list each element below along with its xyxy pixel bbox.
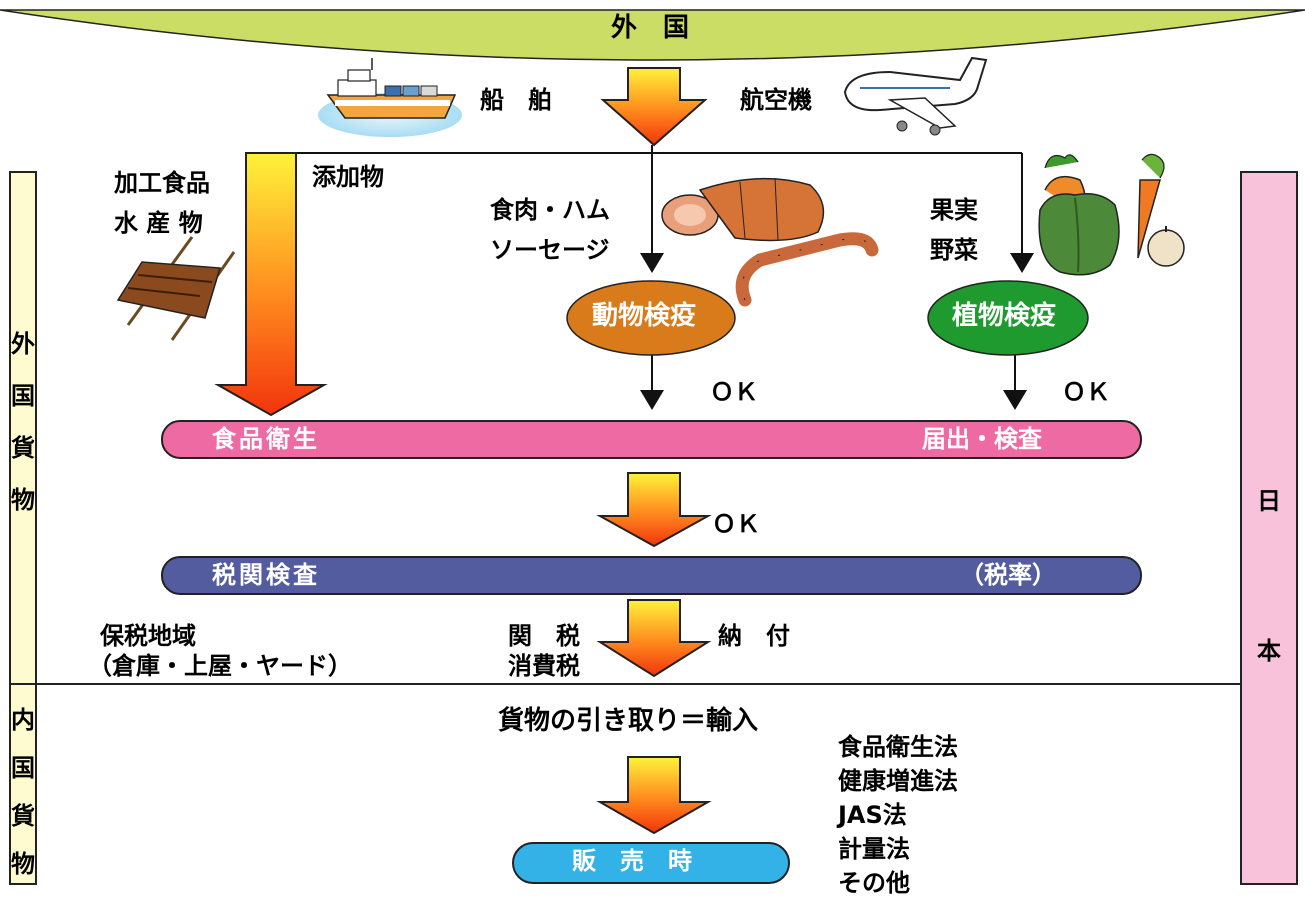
vegetables-icon: [1038, 153, 1185, 276]
food-sanitation-left-label: 食品衛生: [212, 425, 320, 453]
side-panel-foreign: [9, 171, 37, 685]
customs-duty-label: 関 税: [508, 622, 580, 650]
kebab-icon: [116, 236, 236, 341]
sausage-icon: [735, 232, 879, 307]
sale-pill-shape: [512, 842, 790, 884]
side-panel-japan: [1240, 171, 1298, 885]
domestic-cargo-label: 内 国 貨 物: [11, 706, 35, 878]
law-item: 計量法: [838, 835, 910, 863]
release-label: 貨物の引き取り＝輸入: [498, 706, 759, 736]
foreign-cargo-label: 外 国 貨 物: [11, 330, 35, 514]
customs-bar-shape: [161, 556, 1142, 595]
law-item: その他: [838, 869, 910, 897]
food-sanitation-right-label: 届出・検査: [922, 425, 1042, 453]
customs-left-label: 税関検査: [212, 561, 320, 589]
japan-label: 日 本: [1257, 487, 1281, 665]
ship-label: 船 舶: [480, 86, 552, 114]
big-arrow-sale: [596, 756, 712, 835]
big-arrow-ok: [596, 472, 712, 548]
top-banner-shape: [0, 9, 1305, 61]
ship-icon: [318, 58, 462, 137]
bonded-area-label: 保税地域: [100, 622, 196, 650]
customs-right-label: （税率）: [960, 561, 1056, 589]
laws-list: 食品衛生法 健康増進法 JAS法 計量法 その他: [838, 730, 958, 900]
meat-icon: [661, 177, 825, 242]
law-item: JAS法: [838, 801, 907, 829]
plant-label: 果実 野菜: [930, 196, 978, 264]
bonded-area-detail: （倉庫・上屋・ヤード）: [88, 652, 352, 680]
meat-label: 食肉・ハム ソーセージ: [490, 196, 610, 264]
top-banner-label: 外 国: [611, 13, 690, 43]
sale-label: 販 売 時: [572, 847, 692, 875]
plant-quarantine-label: 植物検疫: [952, 301, 1057, 331]
additives-label: 添加物: [312, 163, 384, 191]
animal-ok-label: ＯＫ: [710, 378, 758, 406]
big-arrow-left: [214, 152, 328, 417]
law-item: 食品衛生法: [838, 733, 958, 761]
mid-ok-label: ＯＫ: [712, 510, 760, 538]
airplane-icon: [843, 56, 988, 136]
food-sanitation-bar-shape: [161, 420, 1142, 459]
animal-quarantine-label: 動物検疫: [592, 301, 697, 331]
side-panel-domestic: [9, 683, 37, 885]
processed-foods-label: 加工食品 水 産 物: [114, 169, 210, 237]
plant-ok-label: ＯＫ: [1062, 378, 1110, 406]
consumption-tax-label: 消費税: [508, 652, 580, 680]
plant-quarantine-oval: [927, 280, 1089, 356]
animal-quarantine-oval: [566, 280, 736, 356]
payment-label: 納 付: [718, 622, 790, 650]
plane-label: 航空機: [740, 86, 812, 114]
big-arrow-top: [600, 67, 708, 147]
big-arrow-tax: [596, 599, 712, 678]
law-item: 健康増進法: [838, 767, 958, 795]
